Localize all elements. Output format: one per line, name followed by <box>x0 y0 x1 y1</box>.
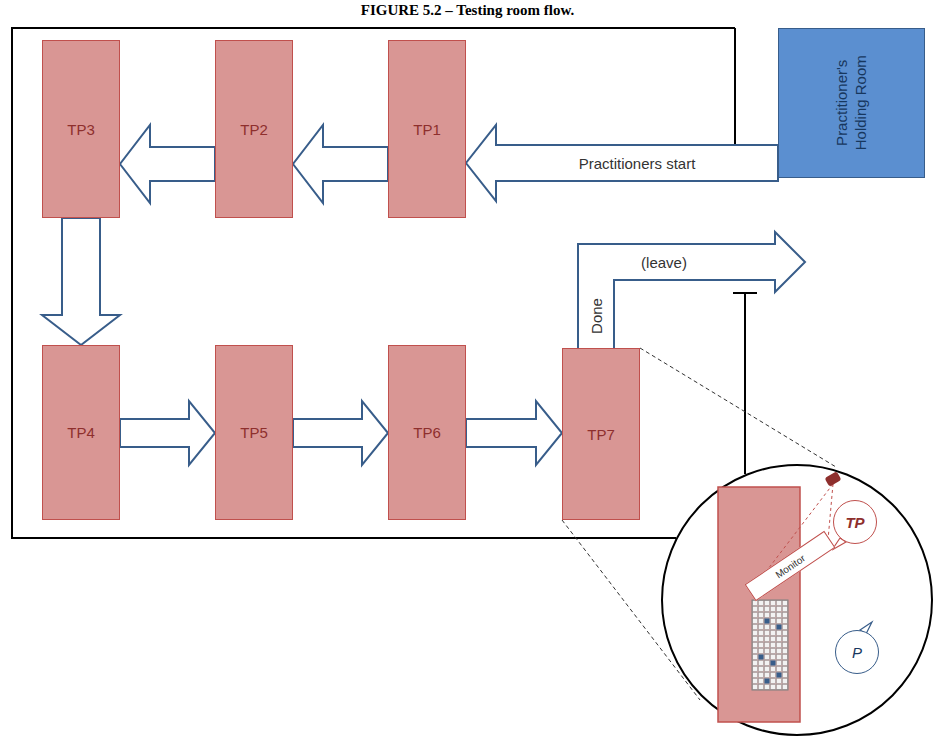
test-station: TP2 <box>215 40 293 218</box>
flow-arrow <box>42 218 120 345</box>
done-label: Done <box>588 298 605 334</box>
arrow-label: Practitioners start <box>577 155 698 172</box>
keyboard-key <box>759 655 764 660</box>
node-label: TP3 <box>67 121 95 138</box>
node-label: P <box>852 644 862 661</box>
node-label: TP1 <box>413 121 441 138</box>
test-station: TP7 <box>562 348 640 520</box>
zoom-inset <box>662 465 932 735</box>
flow-arrow <box>293 125 388 203</box>
keyboard <box>752 600 788 690</box>
keyboard-key <box>771 661 776 666</box>
test-station: TP1 <box>388 40 466 218</box>
node-label: TP7 <box>587 426 615 443</box>
flow-arrow <box>466 401 562 465</box>
exit-door <box>733 293 757 474</box>
entry-door <box>723 28 747 157</box>
node-label: TP4 <box>67 424 95 441</box>
node-label: TP <box>845 514 864 531</box>
camera <box>824 471 841 487</box>
flow-arrow <box>120 125 215 203</box>
keyboard-keys <box>759 619 782 684</box>
test-station: TP6 <box>388 345 466 520</box>
test-station: TP3 <box>42 40 120 218</box>
figure-title: FIGURE 5.2 – Testing room flow. <box>0 2 935 19</box>
station-desk <box>718 487 800 722</box>
node-label: Practitioner's Holding Room <box>833 37 871 169</box>
practitioner: P <box>835 630 879 674</box>
test-station: TP4 <box>42 345 120 520</box>
node-label: TP5 <box>240 424 268 441</box>
room-wall <box>12 28 735 538</box>
holding-room: Practitioner's Holding Room <box>778 28 925 178</box>
leave-label: (leave) <box>641 254 687 271</box>
keyboard-key <box>765 619 770 624</box>
test-proctor: TP <box>833 500 877 544</box>
keyboard-key <box>765 679 770 684</box>
node-label: TP6 <box>413 424 441 441</box>
sight-line <box>828 484 833 540</box>
zoom-line <box>640 348 836 467</box>
keyboard-key <box>777 673 782 678</box>
test-station: TP5 <box>215 345 293 520</box>
node-label: TP2 <box>240 121 268 138</box>
exit-arrow <box>578 232 805 348</box>
flow-arrow <box>466 125 778 201</box>
flow-arrow <box>120 401 215 465</box>
flow-arrow <box>293 401 388 465</box>
keyboard-key <box>777 625 782 630</box>
